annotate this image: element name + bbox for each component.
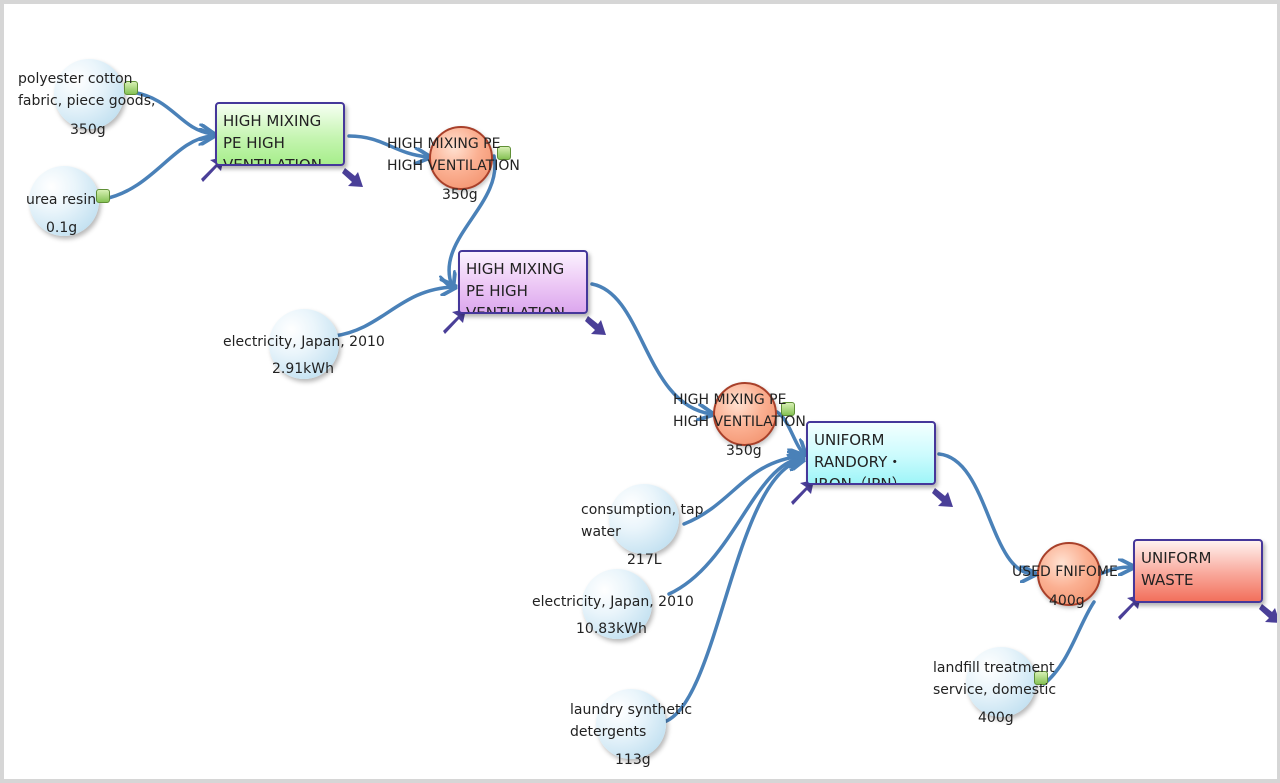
flow-amount: 0.1g (46, 220, 78, 236)
process-title: UNIFORM WASTE (1141, 549, 1212, 589)
flow-amount: 217L (627, 552, 662, 568)
flow-bubble[interactable] (596, 689, 666, 759)
flow-label-line: detergents (570, 724, 647, 740)
flow-label: consumption, tap water (581, 499, 704, 543)
flow-bubble[interactable] (966, 647, 1036, 717)
input-port-icon[interactable] (443, 309, 466, 334)
product-label: HIGH MIXING PE HIGH VENTILATION (387, 133, 520, 177)
output-port-icon[interactable] (1259, 604, 1280, 623)
link-landfill-to-p4 (1042, 600, 1096, 686)
flow-label: electricity, Japan, 2010 (532, 594, 694, 610)
flow-bubble[interactable] (54, 59, 124, 129)
flow-amount: 2.91kWh (272, 361, 334, 377)
output-port-icon[interactable] (342, 168, 363, 187)
flow-label-line: service, domestic (933, 682, 1057, 698)
link-elec1-to-p2 (332, 287, 454, 338)
product-label-line: HIGH VENTILATION (673, 414, 806, 430)
flow-label-line: polyester cotton (18, 71, 133, 87)
flow-amount: 10.83kWh (576, 621, 647, 637)
flow-bubble[interactable] (269, 309, 339, 379)
output-port-icon[interactable] (585, 316, 606, 335)
process-title: HIGH MIXING PE HIGH VENTILATION (466, 260, 565, 314)
product-label: HIGH MIXING PE HIGH VENTILATION (673, 389, 806, 433)
link-elec2-to-p3 (667, 458, 802, 596)
flow-label: laundry synthetic detergents (570, 699, 692, 743)
flow-label: urea resin (26, 192, 97, 208)
product-bubble[interactable] (1037, 542, 1101, 606)
link-water-to-p3 (682, 456, 802, 526)
link-urea-to-p1 (102, 136, 212, 201)
link-p1-to-pr1 (347, 134, 428, 157)
flow-label-line: water (581, 524, 621, 540)
output-port-icon[interactable] (932, 488, 953, 507)
flow-label: electricity, Japan, 2010 (223, 334, 385, 350)
flow-label-line: laundry synthetic (570, 702, 693, 718)
product-badge-icon (497, 146, 511, 160)
product-amount: 350g (726, 443, 762, 459)
flow-bubble[interactable] (582, 569, 652, 639)
product-label-line: HIGH MIXING PE (387, 136, 501, 152)
product-badge-icon (124, 81, 138, 95)
flow-label: polyester cotton fabric, piece goods, (18, 68, 155, 112)
process-box-uniform-waste[interactable]: UNIFORM WASTE (1133, 539, 1263, 603)
flow-bubble[interactable] (29, 166, 99, 236)
flow-label: landfill treatment service, domestic (933, 657, 1056, 701)
process-box-high-mixing-1[interactable]: HIGH MIXING PE HIGH VENTILATION (215, 102, 345, 166)
input-port-icon[interactable] (791, 480, 814, 505)
process-title: UNIFORM RANDORY・IRON（JPN） (814, 431, 907, 485)
link-p2-to-pr2 (590, 282, 711, 414)
flow-links (102, 90, 1280, 724)
link-pr3-to-p4 (1098, 567, 1132, 574)
flow-amount: 400g (978, 710, 1014, 726)
product-amount: 400g (1049, 593, 1085, 609)
link-detergent-to-p3 (662, 460, 802, 724)
link-pr1-to-p2 (449, 154, 497, 286)
product-label-line: HIGH VENTILATION (387, 158, 520, 174)
flow-bubble[interactable] (609, 484, 679, 554)
process-box-uniform-randory[interactable]: UNIFORM RANDORY・IRON（JPN） (806, 421, 936, 485)
process-title: HIGH MIXING PE HIGH VENTILATION (223, 112, 322, 166)
product-label-line: HIGH MIXING PE (673, 392, 787, 408)
product-amount: 350g (442, 187, 478, 203)
product-badge-icon (1034, 671, 1048, 685)
flow-label-line: fabric, piece goods, (18, 93, 156, 109)
product-bubble[interactable] (713, 382, 777, 446)
product-badge-icon (781, 402, 795, 416)
product-badge-icon (96, 189, 110, 203)
flow-amount: 350g (70, 122, 106, 138)
flow-label-line: landfill treatment (933, 660, 1055, 676)
product-label: USED FNIFOME (1012, 564, 1118, 580)
process-box-high-mixing-2[interactable]: HIGH MIXING PE HIGH VENTILATION (458, 250, 588, 314)
flow-amount: 113g (615, 752, 651, 768)
link-p3-to-pr3 (937, 452, 1034, 574)
flow-label-line: consumption, tap (581, 502, 704, 518)
product-bubble[interactable] (429, 126, 493, 190)
